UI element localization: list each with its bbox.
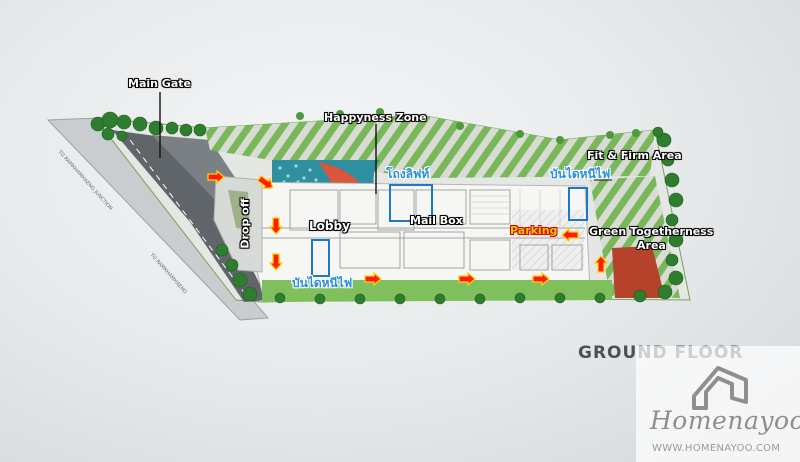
arrow-down (269, 217, 283, 235)
arrow-down-right (256, 175, 274, 190)
fire-stair-bottom-box (311, 239, 330, 277)
tree-clusters (90, 111, 684, 305)
parking-label: Parking (510, 224, 558, 237)
lobby-label: Lobby (309, 219, 350, 233)
arrow-right (458, 272, 476, 286)
lift-lobby-box (389, 184, 433, 222)
fire-stair-right-box (568, 187, 588, 221)
fire-stair-bottom-label: บันไดหนีไฟ (292, 276, 353, 290)
arrow-right (207, 170, 225, 184)
green-togetherness-label-line2: Area (637, 239, 666, 252)
watermark-url: WWW.HOMENAYOO.COM (652, 443, 781, 454)
watermark-brand: Homenayoo (650, 406, 800, 435)
red-garden (612, 246, 665, 298)
arrow-down (269, 253, 283, 271)
fit-firm-area-label: Fit & Firm Area (587, 149, 682, 162)
main-gate-label: Main Gate (128, 77, 191, 90)
arrow-left (561, 228, 579, 242)
green-togetherness-label-line1: Green Togetherness (589, 225, 714, 238)
happyness-zone-label: Happyness Zone (324, 111, 427, 124)
fire-stair-right-label: บันไดหนีไฟ (550, 167, 611, 181)
entrance-road (112, 130, 268, 302)
arrow-right (532, 272, 550, 286)
lift-lobby-label: โถงลิฟท์ (386, 167, 430, 181)
east-lawn (590, 176, 680, 298)
arrow-right (364, 272, 382, 286)
arrow-up (594, 255, 608, 273)
house-logo-icon (692, 366, 748, 410)
mail-box-label: Mail Box (410, 214, 463, 227)
drop-off-label: Drop off (238, 198, 252, 249)
watermark: Homenayoo WWW.HOMENAYOO.COM (636, 346, 800, 462)
